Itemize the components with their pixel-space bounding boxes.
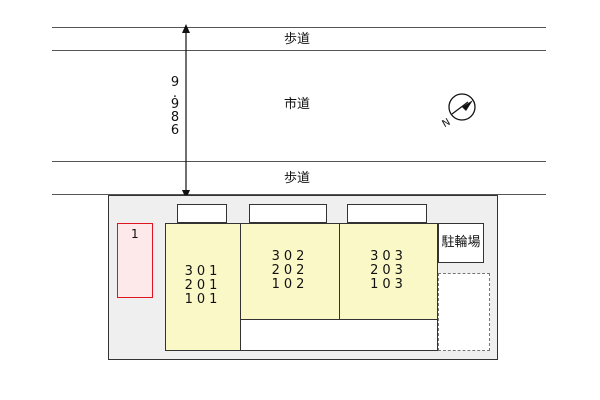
sidewalk-bottom-edge	[52, 194, 546, 195]
city-road-label: 市道	[284, 97, 311, 112]
sidewalk-top-inner-edge	[52, 50, 546, 51]
road-width-digit: .	[172, 86, 178, 101]
unit-number: 103	[370, 277, 407, 292]
unit-numbers-stack-1: 301 201 101	[168, 265, 238, 307]
bicycle-parking-area	[438, 273, 490, 351]
unit-number: 301	[184, 264, 222, 279]
unit-number: 101	[184, 292, 222, 307]
sidewalk-bottom-inner-edge	[52, 161, 546, 162]
unit-number: 202	[271, 263, 309, 278]
compass-north-letter: N	[441, 117, 453, 130]
unit-numbers-stack-3: 303 203 103	[341, 250, 436, 292]
road-width-digit: 9	[170, 75, 180, 90]
sidewalk-top-edge	[52, 27, 546, 28]
balcony-2	[249, 204, 327, 223]
building-lower-wing	[240, 319, 438, 351]
unit-number: 302	[271, 249, 309, 264]
road-width-digit: 9	[170, 97, 180, 112]
unit-number: 102	[271, 277, 309, 292]
unit-number: 201	[184, 278, 222, 293]
unit-number: 303	[370, 249, 407, 264]
balcony-1	[177, 204, 227, 223]
road-width-digit: 6	[170, 123, 180, 138]
parking-space-number: 1	[131, 227, 139, 241]
compass-icon: N	[441, 93, 476, 130]
road-width-arrow	[182, 24, 190, 199]
building-unit-stack-3	[339, 223, 438, 320]
bicycle-parking-label-box: 駐輪場	[438, 223, 484, 263]
balcony-3	[347, 204, 427, 223]
road-width-digit: 8	[170, 110, 180, 125]
unit-numbers-stack-2: 302 202 102	[242, 250, 338, 292]
bicycle-parking-label: 駐輪場	[441, 235, 481, 250]
unit-number: 203	[370, 263, 407, 278]
road-width-value: 9 . 9 8 6	[168, 76, 182, 137]
sidewalk-bottom-label: 歩道	[284, 171, 311, 186]
parking-space-1: 1	[117, 223, 153, 298]
sidewalk-top-label: 歩道	[284, 32, 311, 47]
